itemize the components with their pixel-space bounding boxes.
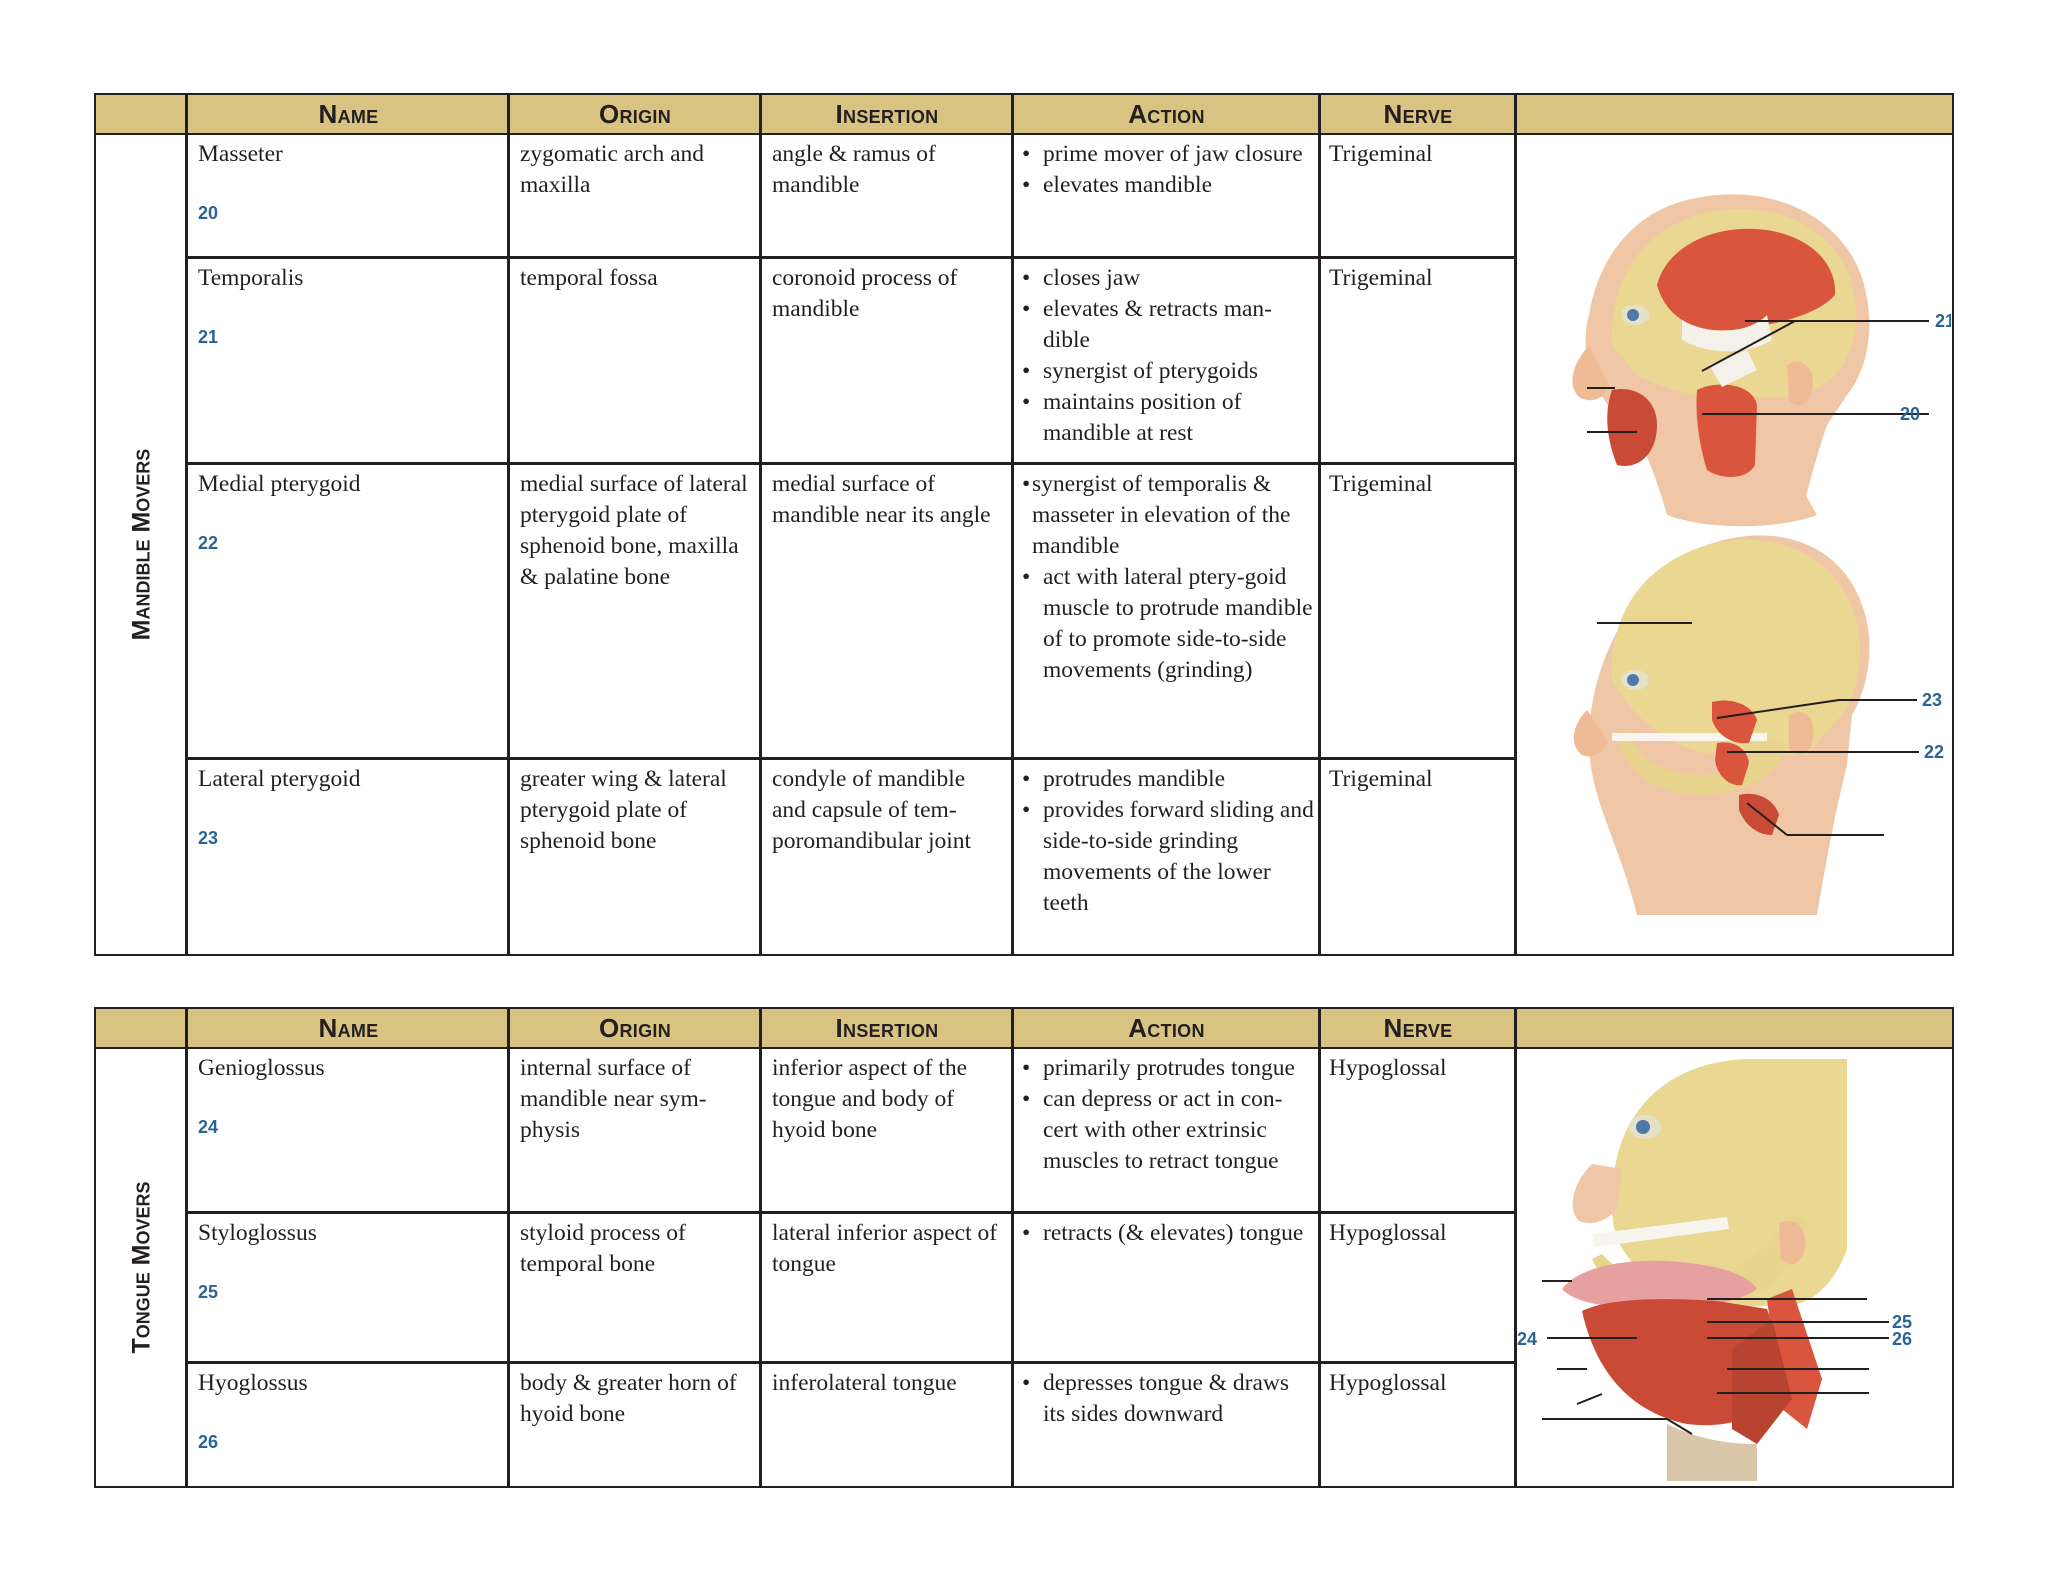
action-item: protrudes mandible [1022,764,1314,795]
header-origin: Origin [598,1012,672,1043]
figure-label: 25 [1892,1312,1912,1332]
origin-text: styloid process of temporal bone [520,1220,686,1277]
origin-text: internal surface of mandible near sym-ph… [520,1055,707,1143]
mandible-movers-table: Name Origin Insertion Action Nerve Mandi… [94,93,1954,956]
insertion-text: angle & ramus of mandible [772,141,936,198]
nerve-text: Hypoglossal [1329,1220,1447,1246]
action-item: synergist of pterygoids [1022,356,1314,387]
origin-text: greater wing & lateral pterygoid plate o… [520,766,727,854]
header-name: Name [318,1012,379,1043]
insertion-text: inferolateral tongue [772,1370,957,1396]
action-item: maintains position of mandible at rest [1022,387,1314,449]
figure-label: 22 [1924,742,1944,762]
origin-text: medial surface of lateral pterygoid plat… [520,471,748,590]
figure-number: 25 [198,1282,219,1302]
header-nerve: Nerve [1383,1012,1453,1043]
header-origin: Origin [598,98,672,129]
action-item: closes jaw [1022,263,1314,294]
muscle-name: Styloglossus [198,1220,317,1246]
action-item: act with lateral ptery-goid muscle to pr… [1022,562,1314,686]
action-item: elevates mandible [1022,170,1314,201]
nerve-text: Trigeminal [1329,265,1433,291]
action-list: synergist of temporalis & masseter in el… [1022,469,1314,686]
action-item: prime mover of jaw closure [1022,139,1314,170]
figure-number: 22 [198,533,219,553]
action-list: depresses tongue & draws its sides downw… [1022,1368,1314,1430]
nerve-text: Trigeminal [1329,766,1433,792]
nerve-text: Trigeminal [1329,471,1433,497]
figure-number: 26 [198,1432,219,1452]
muscle-name: Masseter [198,141,283,167]
action-item: provides forward sliding and side-to-sid… [1022,795,1314,919]
action-item: synergist of temporalis & masseter in el… [1022,469,1314,562]
muscle-name: Temporalis [198,265,304,291]
insertion-text: medial surface of mandible near its angl… [772,471,991,528]
header-insertion: Insertion [835,98,939,129]
figure-label: 26 [1892,1329,1912,1349]
tongue-movers-table: Name Origin Insertion Action Nerve Tongu… [94,1007,1954,1488]
action-item: retracts (& elevates) tongue [1022,1218,1314,1249]
tongue-muscles-illustration: 24 25 26 [1517,1059,1912,1481]
figure-label: 20 [1900,404,1920,424]
action-item: elevates & retracts man-dible [1022,294,1314,356]
header-action: Action [1128,98,1205,129]
action-list: prime mover of jaw closure elevates mand… [1022,139,1314,201]
origin-text: body & greater horn of hyoid bone [520,1370,737,1427]
origin-text: temporal fossa [520,265,658,291]
table-header-row [96,95,1952,135]
jaw-muscles-illustration: 21 20 23 22 [1572,194,1951,915]
figure-label: 24 [1517,1329,1537,1349]
header-insertion: Insertion [835,1012,939,1043]
figure-number: 24 [198,1117,219,1137]
action-list: retracts (& elevates) tongue [1022,1218,1314,1249]
header-nerve: Nerve [1383,98,1453,129]
insertion-text: condyle of mandible and capsule of tem-p… [772,766,972,854]
insertion-text: inferior aspect of the tongue and body o… [772,1055,968,1143]
figure-label: 23 [1922,690,1942,710]
origin-text: zygomatic arch and maxilla [520,141,704,198]
action-item: can depress or act in con-cert with othe… [1022,1084,1314,1177]
action-item: primarily protrudes tongue [1022,1053,1314,1084]
muscle-name: Genioglossus [198,1055,325,1081]
action-list: primarily protrudes tongue can depress o… [1022,1053,1314,1177]
section-label-tongue: Tongue Movers [127,1181,156,1354]
muscle-name: Lateral pterygoid [198,766,361,792]
action-list: closes jaw elevates & retracts man-dible… [1022,263,1314,449]
section-label-mandible: Mandible Movers [127,448,156,641]
nerve-text: Hypoglossal [1329,1370,1447,1396]
insertion-text: coronoid process of mandible [772,265,958,322]
nerve-text: Trigeminal [1329,141,1433,167]
figure-number: 20 [198,203,219,223]
header-name: Name [318,98,379,129]
nerve-text: Hypoglossal [1329,1055,1447,1081]
header-action: Action [1128,1012,1205,1043]
figure-label: 21 [1935,311,1951,331]
insertion-text: lateral inferior aspect of tongue [772,1220,998,1277]
muscle-name: Medial pterygoid [198,471,361,497]
muscle-name: Hyoglossus [198,1370,308,1396]
action-item: depresses tongue & draws its sides downw… [1022,1368,1314,1430]
table-header-row [96,1009,1952,1049]
action-list: protrudes mandible provides forward slid… [1022,764,1314,919]
figure-number: 23 [198,828,219,848]
figure-number: 21 [198,327,219,347]
